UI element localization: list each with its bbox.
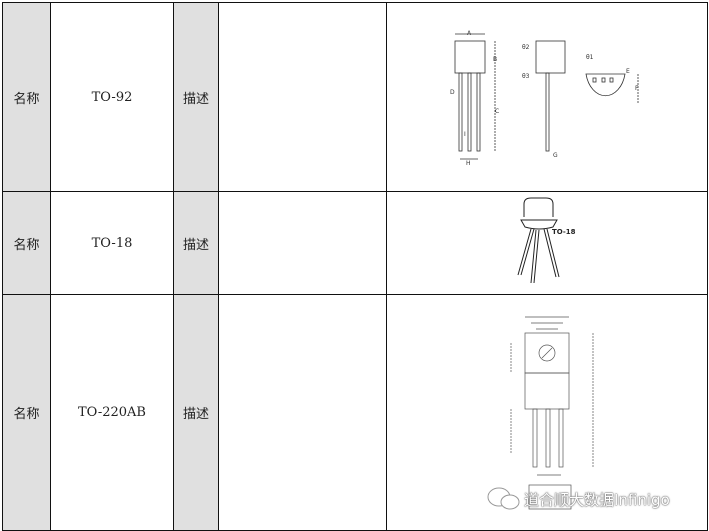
- svg-text:D: D: [450, 89, 455, 96]
- name-label: 名称: [2, 2, 51, 192]
- name-value: TO-220AB: [50, 294, 174, 531]
- svg-text:B: B: [493, 56, 497, 63]
- svg-text:F: F: [635, 85, 639, 92]
- name-label: 名称: [2, 294, 51, 531]
- svg-text:G: G: [553, 152, 558, 159]
- svg-text:A: A: [467, 30, 472, 37]
- to18-caption: TO-18: [552, 228, 576, 236]
- name-value: TO-92: [50, 2, 174, 192]
- desc-value: [218, 294, 387, 531]
- desc-value: [218, 2, 387, 192]
- watermark-text: 道合顺大数据Infinigo: [524, 490, 670, 509]
- to92-drawing: A B C D I H θ2 θ3 G θ1E F: [450, 30, 639, 167]
- svg-text:θ3: θ3: [522, 73, 530, 80]
- svg-text:θ2: θ2: [522, 44, 530, 51]
- svg-text:θ1: θ1: [586, 54, 594, 61]
- svg-text:C: C: [495, 108, 499, 115]
- desc-label: 描述: [173, 294, 219, 531]
- desc-label: 描述: [173, 2, 219, 192]
- svg-text:H: H: [466, 160, 471, 167]
- watermark: 道合顺大数据Infinigo: [486, 486, 670, 512]
- to220ab-drawing-cell: [386, 294, 708, 531]
- table-row-to18: 名称 TO-18 描述 TO-18: [2, 191, 708, 295]
- to220ab-drawing: [510, 316, 594, 510]
- desc-label: 描述: [173, 191, 219, 295]
- svg-text:E: E: [626, 68, 630, 75]
- name-label: 名称: [2, 191, 51, 295]
- svg-text:I: I: [464, 131, 466, 138]
- to18-drawing-cell: TO-18: [386, 191, 708, 295]
- wechat-logo-icon: [487, 487, 520, 510]
- to18-drawing: [517, 197, 560, 284]
- desc-value: [218, 191, 387, 295]
- name-value: TO-18: [50, 191, 174, 295]
